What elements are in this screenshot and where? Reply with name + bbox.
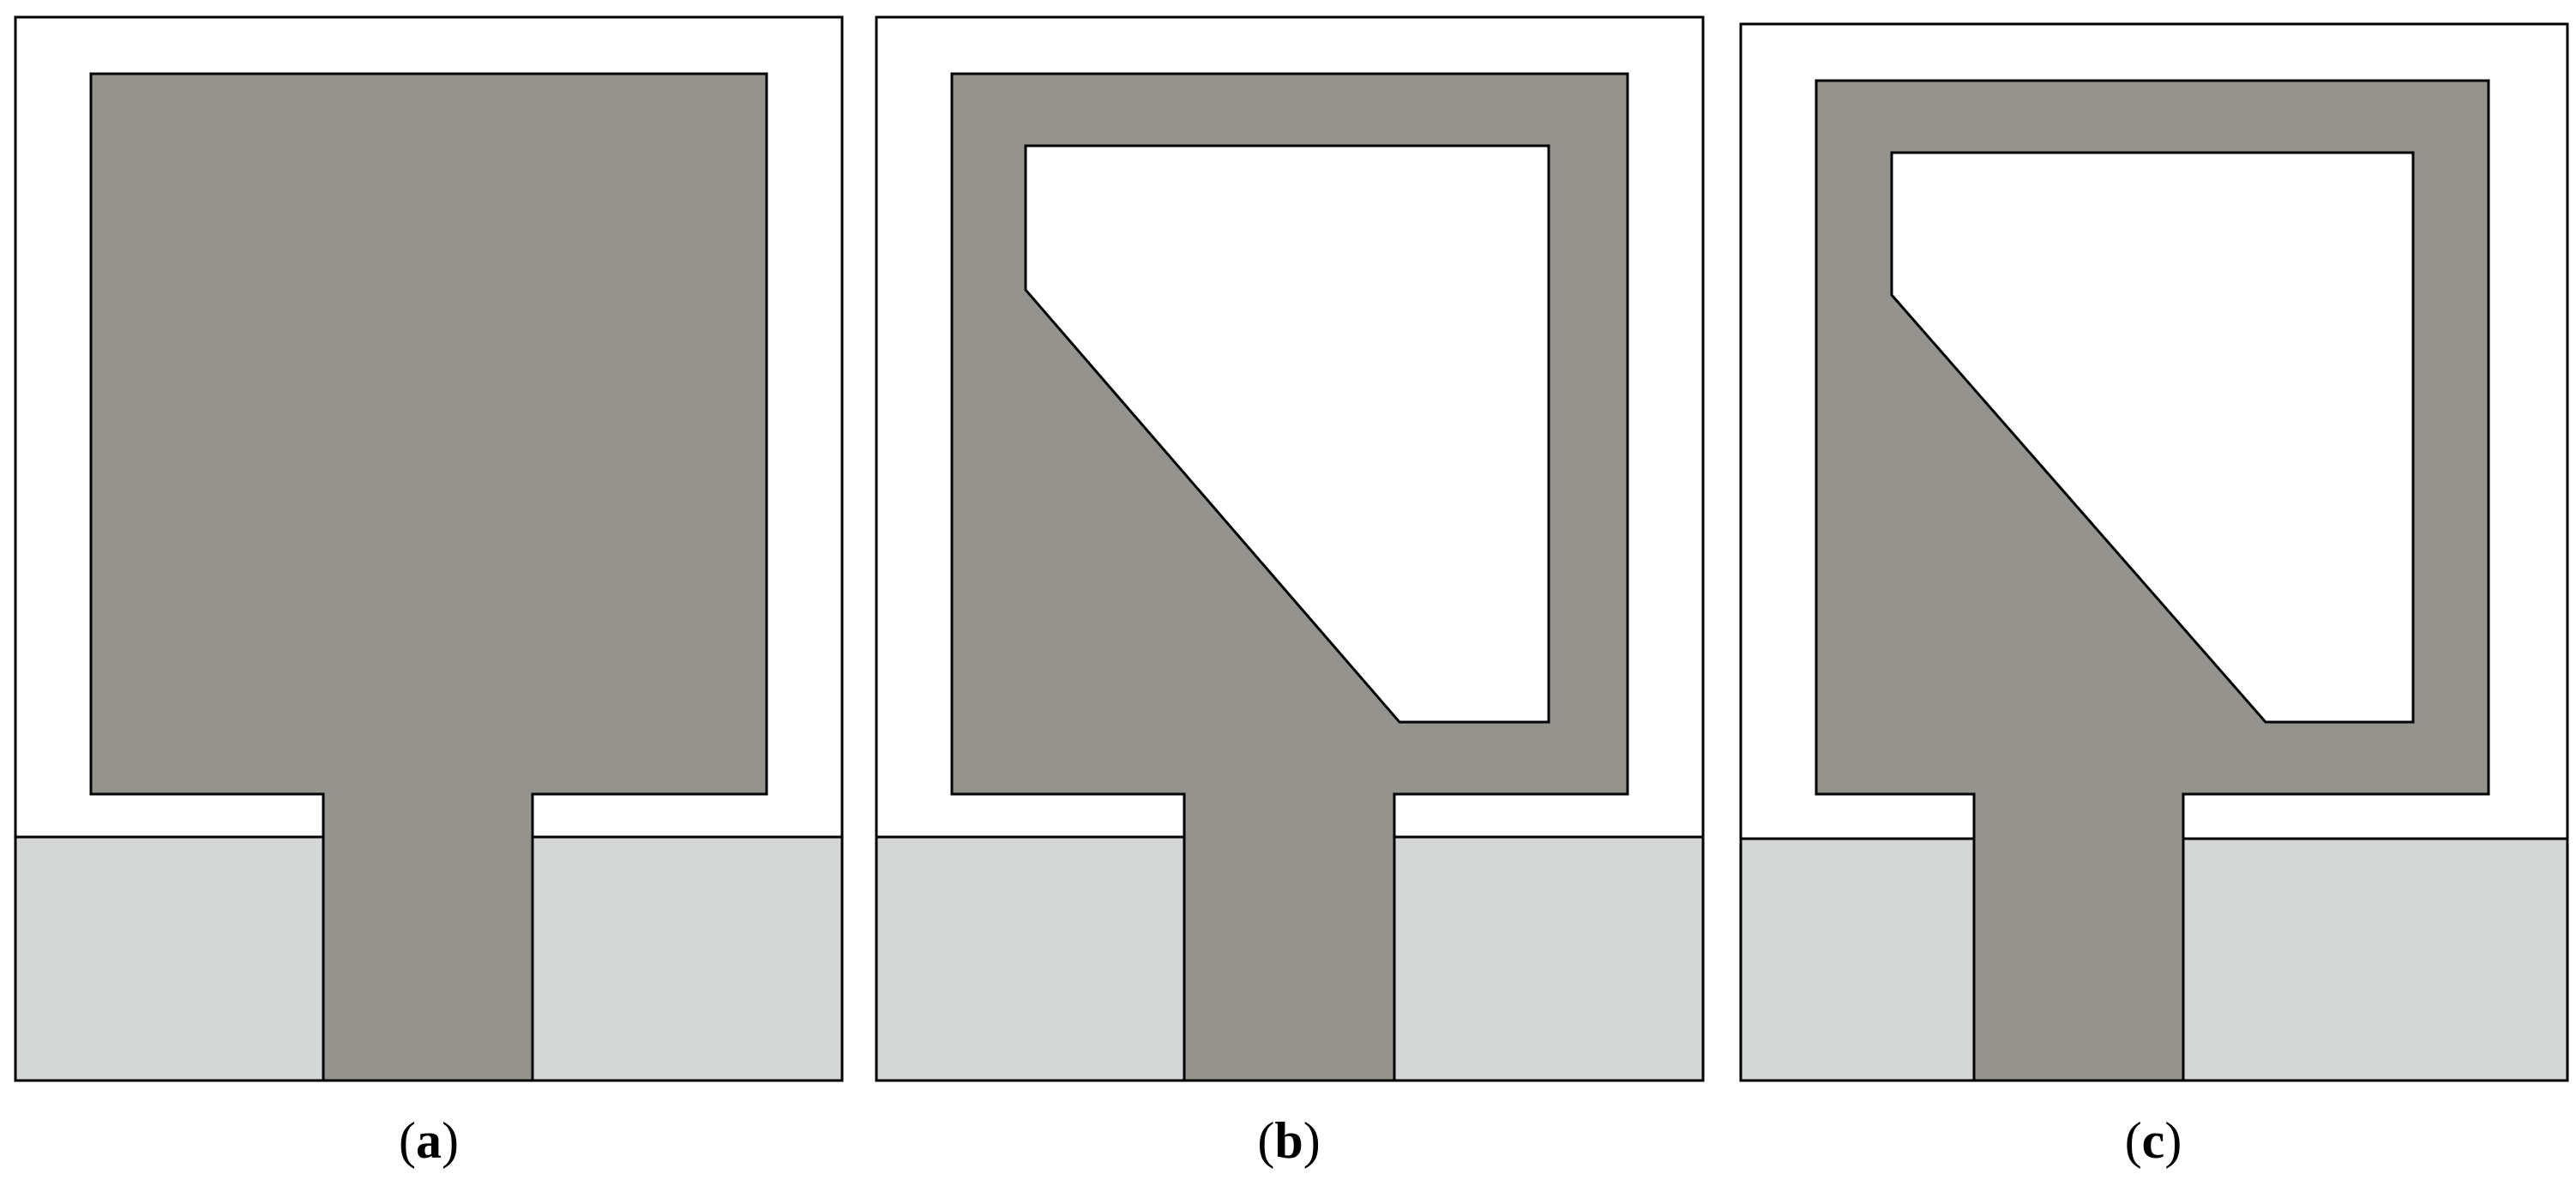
panel-c [1739,22,2569,1082]
panel-b [875,15,1705,1082]
caption-b-letter: b [1274,1112,1303,1169]
caption-b: (b) [1257,1112,1321,1169]
caption-c: (c) [2124,1112,2182,1169]
caption-a: (a) [399,1112,459,1169]
panel-a [14,15,844,1082]
slot-c [1890,151,2415,724]
caption-a-letter: a [416,1112,442,1169]
caption-c-letter: c [2141,1112,2165,1169]
slot-b [1024,144,1550,724]
patch-a [89,72,768,1082]
